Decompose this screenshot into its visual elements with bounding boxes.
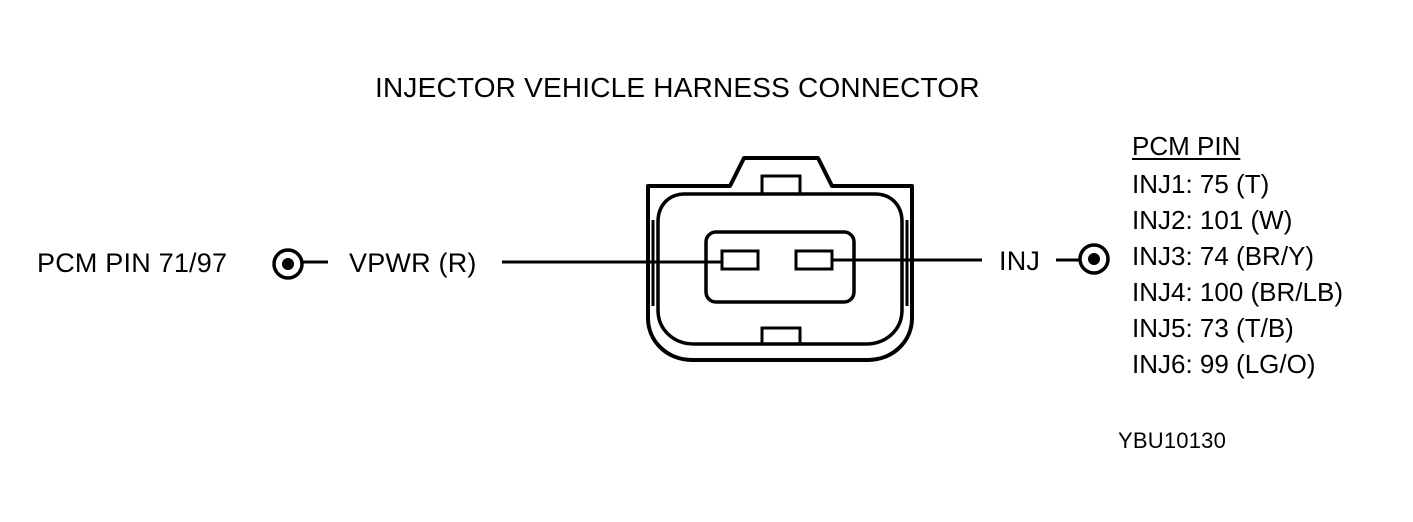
- pcm-pin-row-inj6: INJ6: 99 (LG/O): [1132, 349, 1316, 379]
- connector-bottom-key: [760, 326, 802, 346]
- terminal-cavity: [704, 230, 856, 304]
- connector-top-latch: [760, 174, 802, 196]
- pcm-pin-row-inj1: INJ1: 75 (T): [1132, 169, 1270, 199]
- pcm-pin-header: PCM PIN: [1132, 131, 1241, 161]
- right-terminal-dot-icon: [1088, 253, 1100, 265]
- reference-code: YBU10130: [1118, 428, 1227, 453]
- pcm-pin-row-inj4: INJ4: 100 (BR/LB): [1132, 277, 1343, 307]
- pcm-pin-row-inj3: INJ3: 74 (BR/Y): [1132, 241, 1315, 271]
- connector-housing-outer: [646, 156, 914, 362]
- pcm-pin-list: INJ1: 75 (T) INJ2: 101 (W) INJ3: 74 (BR/…: [1132, 166, 1343, 382]
- diagram-title: INJECTOR VEHICLE HARNESS CONNECTOR: [375, 72, 980, 103]
- vpwr-wire-label: VPWR (R): [349, 248, 477, 278]
- left-terminal-dot-icon: [282, 258, 294, 270]
- connector-housing-inner: [656, 192, 904, 346]
- left-pcm-pin-label: PCM PIN 71/97: [37, 248, 228, 278]
- pcm-pin-row-inj5: INJ5: 73 (T/B): [1132, 313, 1294, 343]
- terminal-pin-right: [794, 249, 834, 271]
- pcm-pin-row-inj2: INJ2: 101 (W): [1132, 205, 1293, 235]
- inj-wire-label: INJ: [999, 246, 1041, 276]
- terminal-pin-left: [720, 249, 760, 271]
